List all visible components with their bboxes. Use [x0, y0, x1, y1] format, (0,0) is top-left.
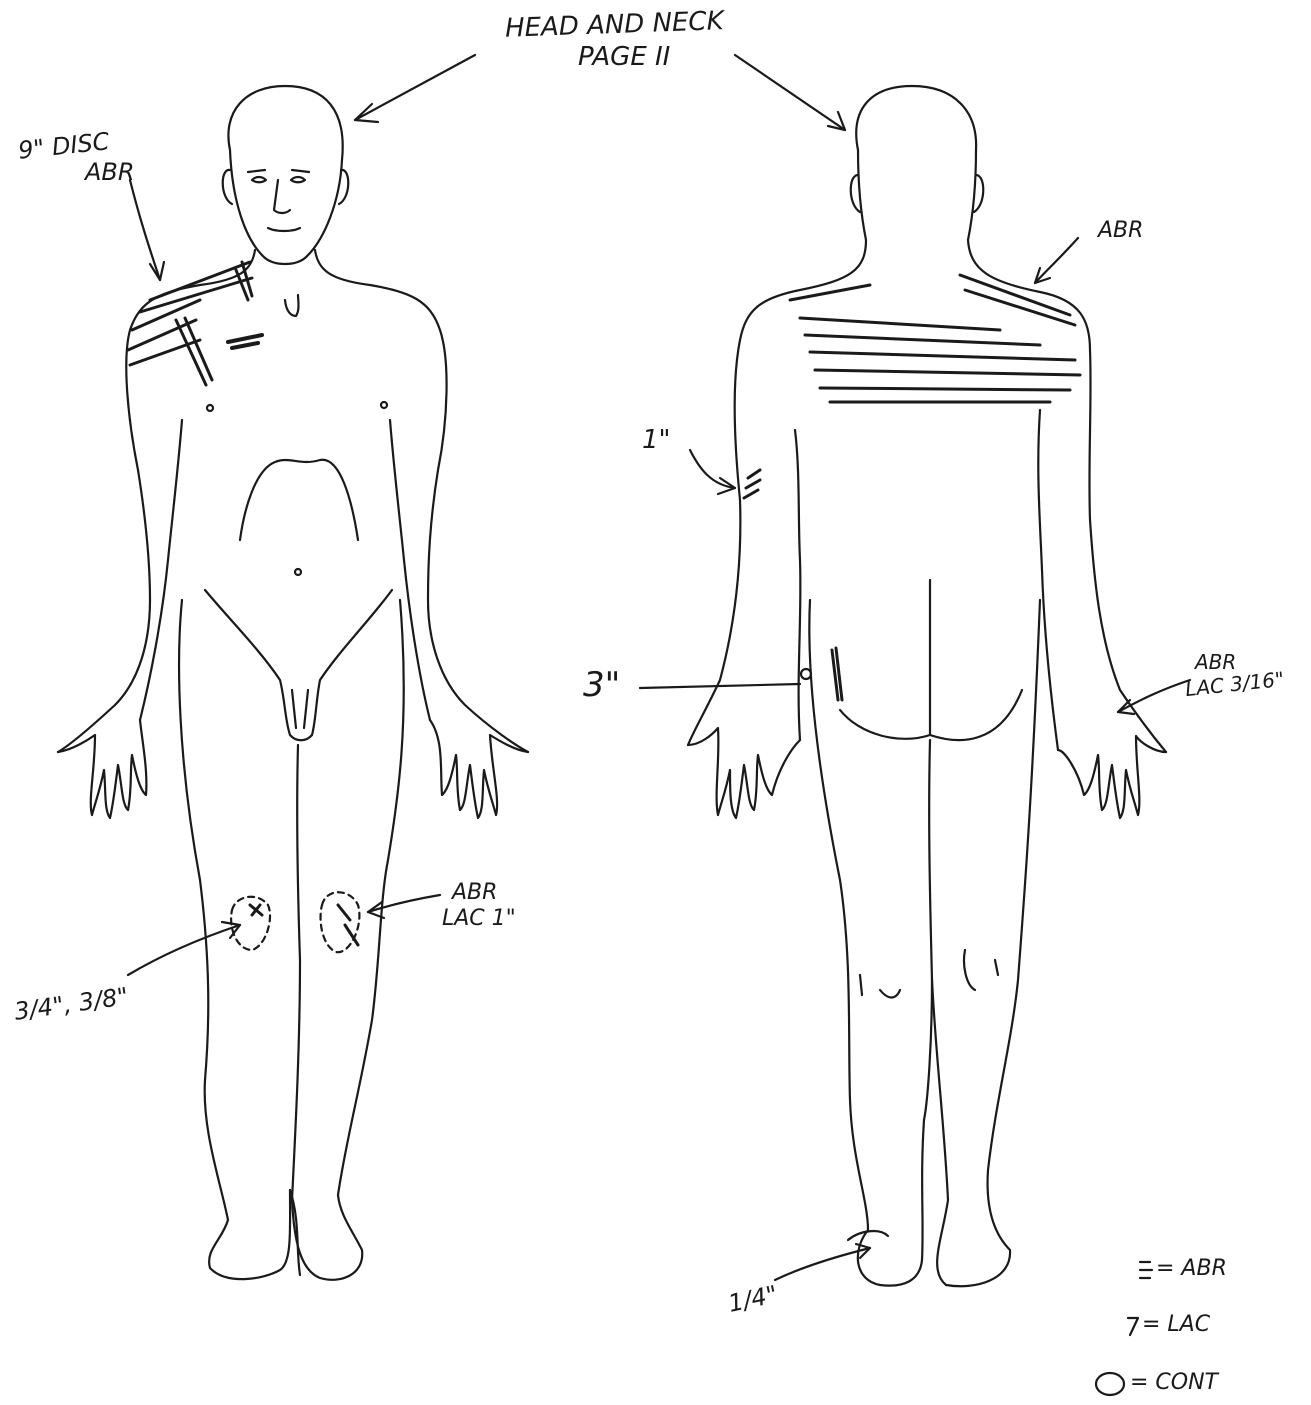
- back-body-outline: [688, 86, 1166, 1286]
- front-body-outline: [58, 86, 528, 1280]
- legend-abr-label: = ABR: [1156, 1256, 1227, 1281]
- back-shoulder-abrasion: [790, 275, 1080, 402]
- front-chest-bruise: [228, 335, 262, 348]
- back-arm-size: 1": [642, 425, 671, 455]
- legend-lac-label: = LAC: [1142, 1312, 1210, 1337]
- annotation-arrows: [128, 55, 1190, 1280]
- front-knee-marks: [250, 905, 358, 945]
- back-shoulder-type: ABR: [1098, 218, 1143, 243]
- front-shoulder-type: ABR: [85, 158, 135, 186]
- legend-cont-label: = CONT: [1130, 1370, 1218, 1395]
- legend-lac-symbol: [1128, 1318, 1138, 1335]
- legend-cont-symbol: [1096, 1373, 1124, 1395]
- legend-abr-symbol: [1140, 1262, 1152, 1278]
- back-hip-contusion-mark: [801, 669, 811, 679]
- header-line2: PAGE II: [578, 42, 670, 72]
- front-knee-right-type: ABR: [452, 880, 497, 905]
- back-hand-type: ABR: [1195, 650, 1236, 674]
- front-shoulder-abrasion: [128, 262, 252, 385]
- back-hip-abrasion: [832, 648, 842, 700]
- back-arm-abrasion: [744, 470, 760, 498]
- back-hip-size: 3": [583, 665, 620, 705]
- front-knee-right-size: LAC 1": [442, 906, 516, 931]
